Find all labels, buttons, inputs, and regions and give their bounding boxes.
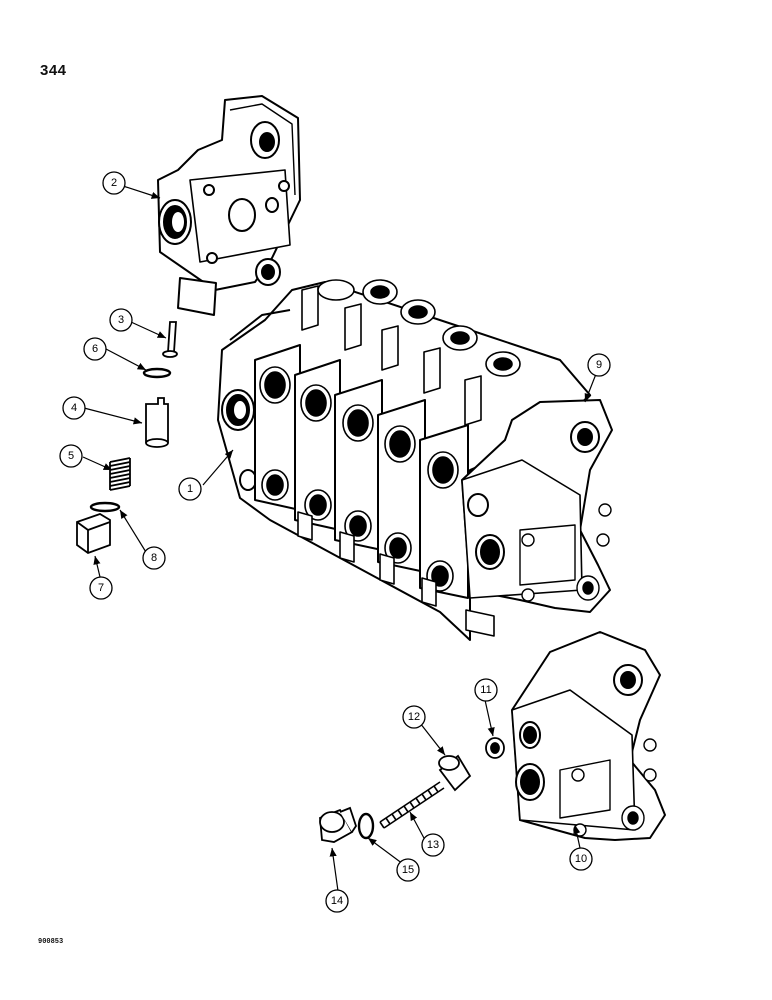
callout-7: 7: [89, 576, 113, 600]
part-poppet: [145, 397, 169, 448]
callout-6: 6: [83, 337, 107, 361]
callout-3: 3: [109, 308, 133, 332]
part-pin: [162, 321, 178, 358]
callout-12: 12: [402, 705, 426, 729]
svg-text:14: 14: [331, 895, 343, 907]
svg-text:1: 1: [187, 483, 193, 495]
svg-text:8: 8: [151, 552, 157, 564]
svg-text:2: 2: [111, 177, 117, 189]
part-o-ring-lower: [89, 501, 121, 513]
svg-text:5: 5: [68, 450, 74, 462]
svg-text:4: 4: [71, 402, 77, 414]
svg-text:7: 7: [98, 582, 104, 594]
part-control-valve-body: [217, 279, 591, 641]
callout-2: 2: [102, 171, 126, 195]
svg-text:15: 15: [402, 864, 414, 876]
callout-15: 15: [396, 858, 420, 882]
svg-text:9: 9: [596, 359, 602, 371]
callout-11: 11: [474, 678, 498, 702]
callout-9: 9: [587, 353, 611, 377]
callouts: 1 2 3 4 5 6 7 8 9 10 11 12 13 14 15: [59, 171, 611, 913]
leader-lines: [82, 185, 597, 892]
callout-1: 1: [178, 477, 202, 501]
page-number: 344: [40, 62, 67, 79]
callout-13: 13: [421, 833, 445, 857]
svg-text:11: 11: [480, 684, 491, 696]
part-spring-small: [109, 457, 131, 491]
callout-14: 14: [325, 889, 349, 913]
part-spring-long: [379, 781, 445, 829]
part-plug-lower: [319, 806, 357, 843]
callout-4: 4: [62, 396, 86, 420]
part-outlet-end-cover: [511, 631, 666, 841]
part-o-ring-upper: [142, 367, 172, 379]
svg-text:6: 6: [92, 343, 98, 355]
part-o-ring-plug: [357, 812, 375, 840]
part-outlet-end-cover-assembled: [461, 399, 613, 613]
svg-text:12: 12: [408, 711, 420, 723]
part-plug: [76, 513, 111, 555]
callout-5: 5: [59, 444, 83, 468]
svg-text:10: 10: [575, 853, 587, 865]
svg-text:13: 13: [427, 839, 439, 851]
part-ring-seat: [485, 737, 505, 759]
callout-8: 8: [142, 546, 166, 570]
svg-text:3: 3: [118, 314, 124, 326]
part-inlet-end-cover: [157, 95, 301, 316]
figure-code: 900853: [38, 938, 64, 946]
callout-10: 10: [569, 847, 593, 871]
part-sleeve: [438, 754, 472, 792]
